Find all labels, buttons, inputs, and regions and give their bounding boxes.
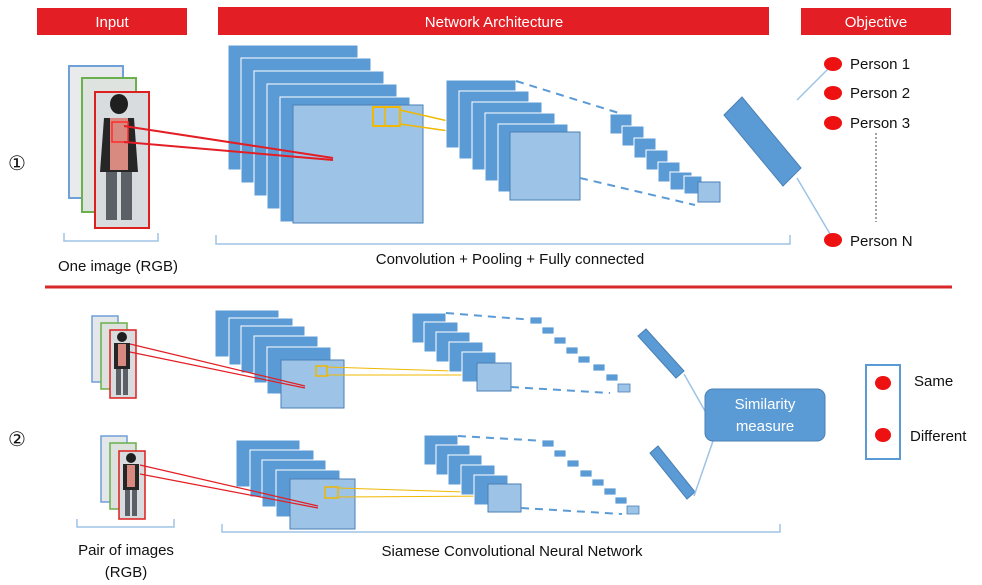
- row2-input-image-stack-bottom: [100, 435, 146, 520]
- header-objective-label: Objective: [845, 14, 908, 31]
- row2-conv-layer-stack-top: [214, 309, 345, 409]
- row2-marker: ②: [8, 427, 26, 451]
- row1-fully-connected-bar: [723, 96, 802, 187]
- similarity-label-line2: measure: [736, 418, 794, 435]
- row2-similarity-connectors: [683, 373, 714, 497]
- class-label-person-n: Person N: [850, 233, 913, 250]
- header-input-label: Input: [95, 14, 129, 31]
- row2-network-bracket: [221, 524, 781, 533]
- outcome-dot-same: [875, 376, 891, 390]
- row1-network-bracket: [215, 235, 791, 245]
- row2-fc-bar-top: [637, 328, 685, 379]
- row1-class-person-3: Person 3: [824, 115, 910, 132]
- class-label-person-2: Person 2: [850, 85, 910, 102]
- row1-small-maps-cascade: [609, 113, 721, 203]
- row1-projection-dashes: [515, 80, 696, 206]
- row2-input-image-stack-top: [91, 315, 137, 399]
- row1-class-connectors: [796, 63, 877, 240]
- row1-input-caption: One image (RGB): [58, 258, 178, 275]
- row1-input-bracket: [63, 233, 159, 242]
- class-label-person-1: Person 1: [850, 56, 910, 73]
- row2-projection-dashes-bottom: [457, 435, 623, 515]
- outcome-label-same: Same: [914, 373, 953, 390]
- row2-projection-dashes-top: [445, 312, 611, 394]
- similarity-label-line1: Similarity: [735, 396, 796, 413]
- row2-conv-layer-stack-bottom: [235, 439, 356, 530]
- row2-pool-layer-stack-top: [411, 312, 512, 392]
- row2-receptive-lines-top: [129, 343, 486, 389]
- row1-pool-layer-stack: [445, 79, 581, 201]
- row2-input-caption-line1: Pair of images: [78, 542, 174, 559]
- class-label-person-3: Person 3: [850, 115, 910, 132]
- row2-small-maps-top: [529, 316, 631, 393]
- row1-network-caption: Convolution + Pooling + Fully connected: [376, 251, 645, 268]
- row2-input-bracket: [76, 519, 175, 528]
- row1-receptive-field-lines: [123, 125, 334, 161]
- header-network-label: Network Architecture: [425, 14, 563, 31]
- row1-input-image-stack: [68, 65, 150, 229]
- row1-class-person-2: Person 2: [824, 85, 910, 102]
- header-network-architecture: Network Architecture: [218, 7, 769, 35]
- outcome-dot-different: [875, 428, 891, 442]
- outcome-label-different: Different: [910, 428, 967, 445]
- row2-pool-layer-stack-bottom: [423, 434, 522, 513]
- row2-small-maps-bottom: [541, 439, 640, 515]
- row2-network-caption: Siamese Convolutional Neural Network: [382, 543, 643, 560]
- row1-class-person-1: Person 1: [824, 56, 910, 73]
- row1-conv-layer-stack: [227, 44, 424, 224]
- header-input: Input: [37, 8, 187, 35]
- row2-fc-bar-bottom: [649, 445, 696, 500]
- header-objective: Objective: [801, 8, 951, 35]
- row1-class-person-n: Person N: [824, 233, 913, 250]
- row2-outcome-box: [865, 364, 901, 460]
- row1-marker: ①: [8, 151, 26, 175]
- row2-input-caption-line2: (RGB): [105, 564, 148, 581]
- similarity-measure-box: Similarity measure: [704, 388, 826, 442]
